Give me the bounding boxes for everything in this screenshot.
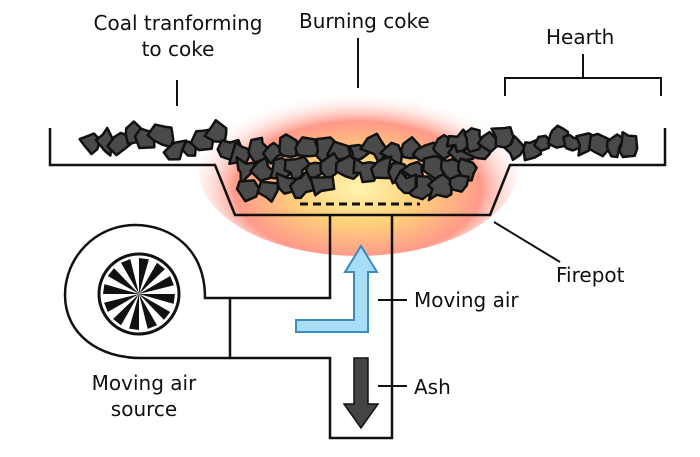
label-ash: Ash: [414, 375, 451, 399]
ash-arrow: [342, 357, 380, 430]
fan-blade: [139, 258, 149, 294]
fan-blade: [139, 294, 175, 304]
coal-piece: [587, 132, 610, 158]
coal-piece: [319, 151, 341, 181]
moving-air-arrow: [295, 244, 379, 333]
coal-piece: [369, 155, 393, 180]
fan-blade: [139, 262, 165, 294]
coal-piece: [235, 179, 261, 203]
label-moving-air: Moving air: [414, 288, 519, 312]
blower-housing: [63, 223, 230, 360]
label-firepot: Firepot: [556, 263, 625, 287]
coal-pile: [78, 118, 639, 203]
coal-piece: [503, 134, 525, 162]
fan-blade: [139, 294, 157, 329]
fan-blade: [107, 268, 139, 294]
coal-piece: [448, 174, 470, 193]
air-duct: [228, 215, 394, 440]
label-source-line1: Moving air: [91, 371, 197, 395]
coal-piece: [235, 156, 257, 185]
coal-piece: [408, 174, 437, 201]
fan-blade: [104, 294, 139, 312]
coal-piece: [533, 134, 552, 152]
coal-piece: [162, 139, 188, 161]
fan-blade: [139, 294, 171, 320]
fan-blade: [121, 259, 139, 294]
coal-piece: [426, 173, 453, 202]
fan-blade: [113, 294, 139, 326]
hearth-outline: [48, 128, 667, 217]
coal-piece: [476, 130, 502, 154]
label-coal-line2: to coke: [141, 37, 215, 61]
label-coal: Coal tranforming to coke: [88, 10, 268, 62]
fan-blade: [139, 276, 174, 294]
coal-piece: [546, 124, 570, 149]
coal-piece: [618, 130, 639, 159]
fan-blades-icon: [103, 258, 175, 330]
coal-piece: [278, 133, 299, 159]
hearth-bracket: [504, 54, 662, 96]
coal-piece: [294, 136, 324, 158]
coal-piece: [463, 127, 483, 154]
fan-blade: [129, 294, 139, 330]
coal-piece: [78, 132, 101, 156]
label-hearth: Hearth: [546, 25, 615, 49]
label-source-line2: source: [110, 397, 178, 421]
coal-piece: [288, 170, 320, 200]
label-burning-coke: Burning coke: [299, 9, 430, 33]
coal-piece: [249, 156, 275, 182]
coal-piece: [309, 175, 336, 197]
fan-blade: [103, 284, 139, 294]
label-source: Moving air source: [74, 370, 214, 422]
firepot-leader: [493, 221, 561, 263]
coal-piece: [146, 123, 175, 149]
label-coal-line1: Coal tranforming: [93, 11, 263, 35]
